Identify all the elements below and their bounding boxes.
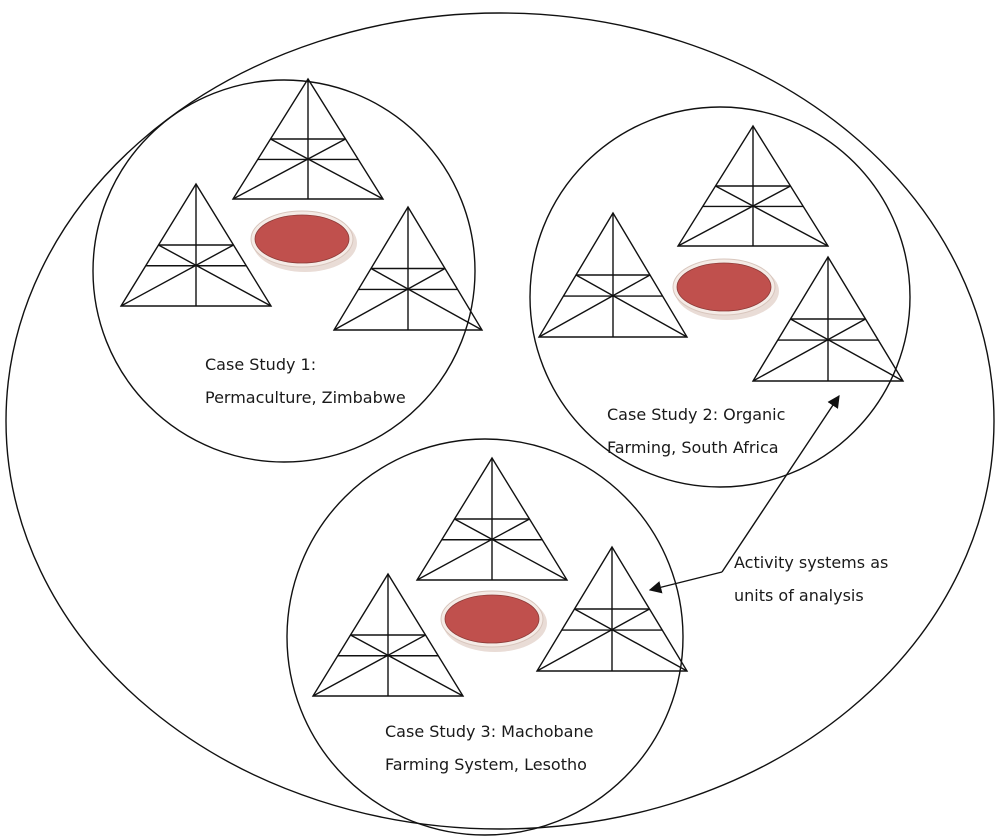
triangle-diagonal — [416, 518, 530, 581]
triangle-diagonal — [677, 185, 791, 247]
shared-object-disc — [250, 210, 357, 272]
triangle-diagonal — [270, 138, 384, 200]
outer-ellipse — [5, 12, 995, 830]
activity-system-triangle — [332, 205, 484, 331]
activity-system-triangle — [119, 182, 273, 307]
triangle-diagonal — [752, 318, 866, 382]
case-study-3-subtitle: Farming System, Lesotho — [385, 755, 587, 774]
triangle-diagonal — [350, 634, 464, 697]
triangles-group — [119, 77, 905, 697]
case-study-2-circle — [529, 106, 911, 488]
case-study-1-subtitle: Permaculture, Zimbabwe — [205, 388, 406, 407]
annotation-line-2: units of analysis — [734, 586, 864, 605]
case-study-1-label: Case Study 1: Permaculture, Zimbabwe — [205, 348, 406, 414]
case-study-1-title: Case Study 1: — [205, 355, 317, 374]
activity-system-triangle — [751, 255, 905, 382]
activity-system-triangle — [537, 211, 689, 338]
case-study-2-title: Case Study 2: Organic — [607, 405, 786, 424]
triangle-diagonal — [312, 634, 426, 697]
case-study-3-label: Case Study 3: Machobane Farming System, … — [385, 715, 593, 781]
triangle-diagonal — [538, 274, 651, 338]
activity-system-triangle — [311, 572, 465, 697]
discs-group — [250, 210, 779, 652]
annotation-arrow-lower — [648, 571, 723, 594]
case-study-2-subtitle: Farming, South Africa — [607, 438, 779, 457]
activity-system-triangle — [415, 456, 569, 581]
triangle-diagonal — [790, 318, 904, 382]
activity-system-triangle — [231, 77, 385, 200]
triangle-diagonal — [574, 608, 688, 672]
triangle-diagonal — [333, 267, 446, 331]
triangle-diagonal — [454, 518, 568, 581]
shared-object-disc — [440, 590, 547, 652]
case-study-3-title: Case Study 3: Machobane — [385, 722, 594, 741]
shared-object-disc — [672, 258, 779, 320]
disc-face — [444, 594, 540, 644]
activity-system-triangle — [535, 545, 689, 672]
triangle-diagonal — [120, 244, 234, 307]
annotation-line-1: Activity systems as — [734, 553, 889, 572]
case-study-1-circle — [92, 79, 476, 463]
disc-face — [676, 262, 772, 312]
disc-face — [254, 214, 350, 264]
triangle-diagonal — [575, 274, 688, 338]
triangle-diagonal — [158, 244, 272, 307]
triangle-diagonal — [715, 185, 829, 247]
triangle-diagonal — [536, 608, 650, 672]
annotation-arrow-upper — [721, 394, 840, 573]
case-study-2-label: Case Study 2: Organic Farming, South Afr… — [607, 398, 785, 464]
triangle-diagonal — [232, 138, 346, 200]
triangle-diagonal — [370, 267, 483, 331]
activity-system-triangle — [676, 124, 830, 247]
annotation-label: Activity systems as units of analysis — [734, 546, 888, 612]
case-study-3-circle — [286, 438, 684, 836]
